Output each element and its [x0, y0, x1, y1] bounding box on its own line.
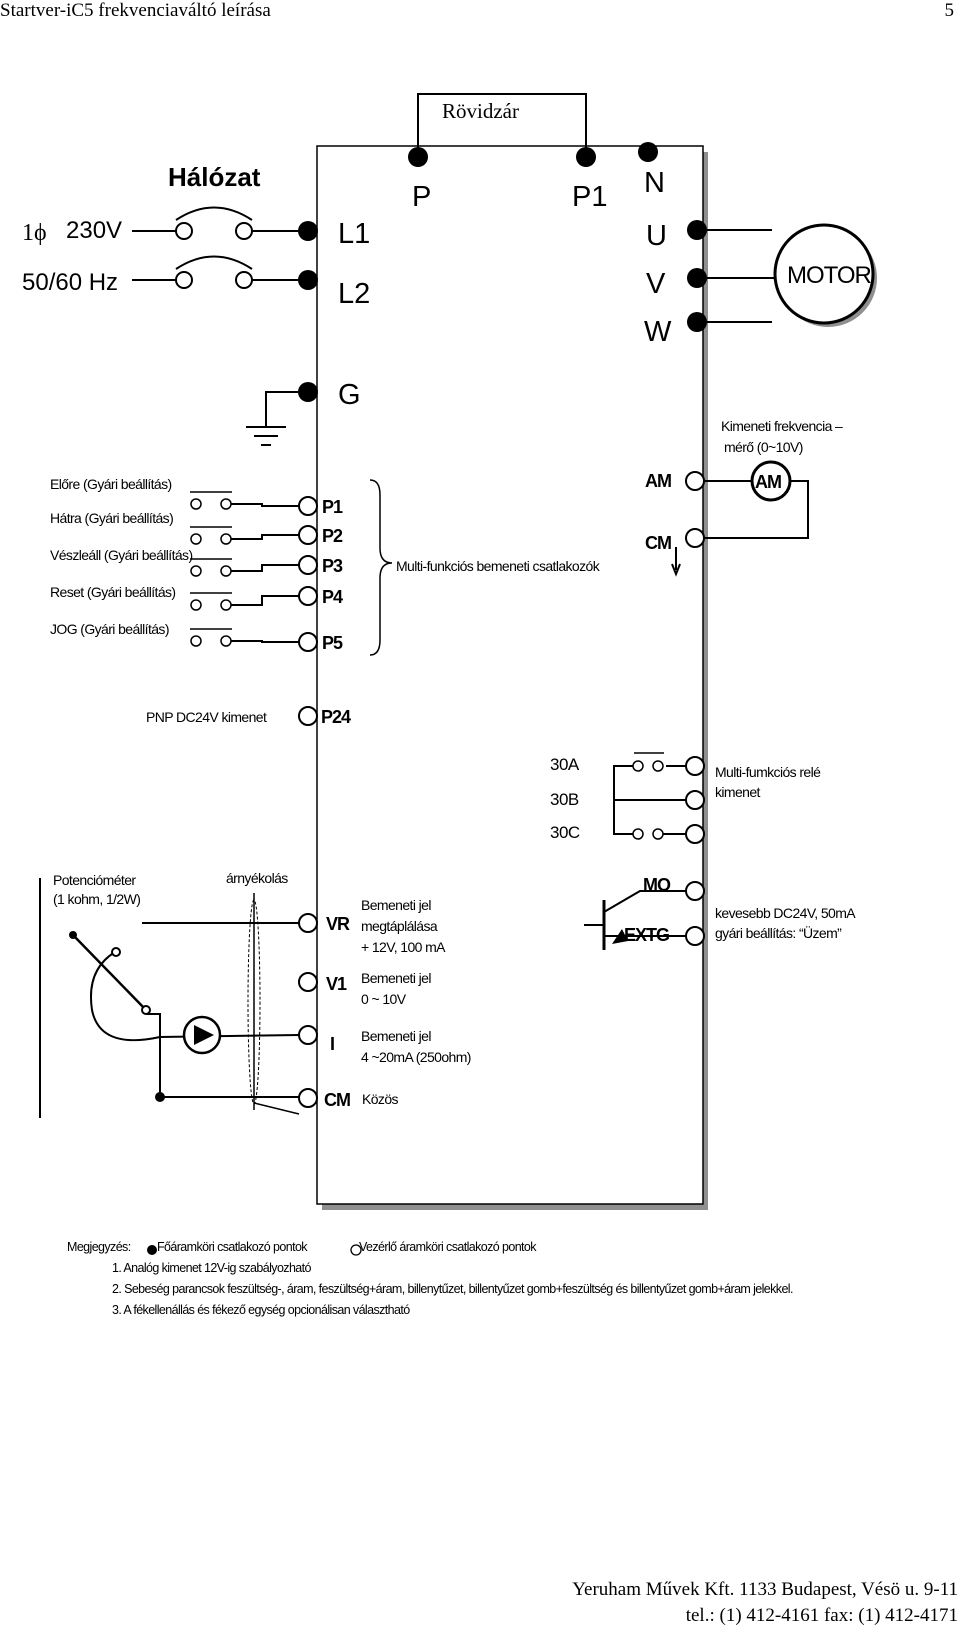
terminal-g: G [338, 379, 361, 411]
input-terminal-label: P1 [322, 497, 343, 517]
switch-contact [220, 635, 232, 647]
switch-contact [220, 498, 232, 510]
input-terminal-1 [298, 496, 318, 516]
main-terminal-icon [147, 1245, 157, 1255]
input-terminal-label: P4 [322, 587, 343, 607]
network-label: Hálózat [168, 162, 261, 192]
terminal-p1-main: P1 [572, 181, 607, 213]
terminal-vr: VR [326, 914, 350, 934]
terminal-w: W [644, 316, 672, 348]
phase-symbol: 1ϕ [22, 220, 47, 246]
terminal-p24: P24 [321, 707, 351, 727]
i-desc-line1: Bemeneti jel [361, 1028, 431, 1044]
input-row-4: Reset (Gyári beállítás) P4 [50, 584, 344, 611]
switch-contact [220, 533, 232, 545]
terminal-30a: 30A [550, 755, 580, 774]
switch-contact [190, 498, 202, 510]
vr-desc-line1: Bemeneti jel [361, 897, 431, 913]
freq-meter-line2: mérő (0~10V) [724, 439, 803, 455]
note-item-3: 3. A fékellenállás és fékező egység opci… [112, 1303, 410, 1317]
input-terminal-4 [298, 586, 318, 606]
terminal-30b: 30B [550, 790, 579, 809]
relay-label-line2: kimenet [715, 784, 761, 800]
v1-desc-line2: 0 ~ 10V [361, 991, 407, 1007]
shield-label: árnyékolás [226, 870, 288, 886]
pnp-output-label: PNP DC24V kimenet [146, 709, 267, 725]
common-label: Közös [362, 1091, 399, 1107]
notes-prefix: Megjegyzés: [67, 1240, 131, 1254]
input-function-label: JOG (Gyári beállítás) [50, 621, 169, 637]
i-desc-line2: 4 ~20mA (250ohm) [361, 1049, 471, 1065]
pot-label-line1: Potencióméter [53, 872, 136, 888]
short-circuit-label: Rövidzár [442, 99, 519, 123]
footer-contact: tel.: (1) 412-4161 fax: (1) 412-4171 [685, 1605, 958, 1626]
input-function-label: Hátra (Gyári beállítás) [50, 510, 173, 526]
switch-contact [190, 635, 202, 647]
switch-contact [190, 599, 202, 611]
note-item-1: 1. Analóg kimenet 12V-ig szabályozható [112, 1261, 311, 1275]
input-function-label: Vészleáll (Gyári beállítás) [50, 547, 193, 563]
mo-label-line1: kevesebb DC24V, 50mA [715, 905, 856, 921]
terminal-am: AM [645, 471, 671, 491]
terminal-i: I [330, 1034, 335, 1054]
input-row-1: Előre (Gyári beállítás) P1 [50, 476, 344, 517]
frequency-label: 50/60 Hz [22, 269, 118, 296]
input-row-3: Vészleáll (Gyári beállítás) P3 [50, 547, 344, 577]
footer-address: Yeruham Művek Kft. 1133 Budapest, Vésö u… [572, 1579, 958, 1600]
note-item-2: 2. Sebeség parancsok feszültség-, áram, … [112, 1282, 793, 1296]
terminal-cm: CM [645, 533, 671, 553]
terminal-30c: 30C [550, 823, 580, 842]
notes-main-terminal: Főáramköri csatlakozó pontok [157, 1240, 308, 1254]
input-row-2: Hátra (Gyári beállítás) P2 [50, 510, 344, 546]
input-terminal-label: P2 [322, 526, 343, 546]
voltage-label: 230V [66, 217, 122, 244]
notes-control-terminal: Vezérlő áramköri csatlakozó pontok [359, 1240, 537, 1254]
meter-am-label: AM [755, 472, 781, 492]
motor-label: MOTOR [787, 262, 872, 289]
vr-desc-line3: + 12V, 100 mA [361, 939, 446, 955]
multi-input-label: Multi-funkciós bemeneti csatlakozók [396, 558, 601, 574]
input-function-label: Előre (Gyári beállítás) [50, 476, 172, 492]
mo-label-line2: gyári beállítás: “Üzem” [715, 924, 842, 941]
vr-desc-line2: megtáplálása [361, 918, 438, 934]
input-function-label: Reset (Gyári beállítás) [50, 584, 175, 600]
switch-contact [220, 565, 232, 577]
input-terminal-2 [298, 525, 318, 545]
terminal-cm-bottom: CM [324, 1090, 350, 1110]
terminal-v: V [646, 268, 666, 300]
wiring-diagram: Rövidzár P P1 N U V W L1 L2 G Hálózat 1ϕ… [22, 93, 877, 1210]
v1-desc-line1: Bemeneti jel [361, 970, 431, 986]
input-terminal-label: P5 [322, 633, 343, 653]
switch-contact [190, 565, 202, 577]
input-terminal-label: P3 [322, 556, 343, 576]
terminal-p: P [412, 181, 431, 213]
relay-label-line1: Multi-fumkciós relé [715, 764, 821, 780]
page-number: 5 [944, 0, 955, 21]
input-terminal-5 [298, 632, 318, 652]
input-terminal-3 [298, 555, 318, 575]
input-row-5: JOG (Gyári beállítás) P5 [50, 621, 344, 653]
control-terminal-icon [350, 1244, 362, 1256]
pot-label-line2: (1 kohm, 1/2W) [53, 891, 140, 907]
switch-contact [190, 533, 202, 545]
inverter-body [316, 145, 704, 1205]
terminal-n: N [644, 167, 665, 199]
terminal-l1: L1 [338, 218, 370, 250]
switch-contact [220, 599, 232, 611]
header-title: Startver-iC5 frekvenciaváltó leírása [0, 0, 271, 21]
terminal-v1: V1 [326, 974, 347, 994]
terminal-l2: L2 [338, 278, 370, 310]
terminal-u: U [646, 220, 667, 252]
freq-meter-line1: Kimeneti frekvencia – [721, 418, 843, 434]
